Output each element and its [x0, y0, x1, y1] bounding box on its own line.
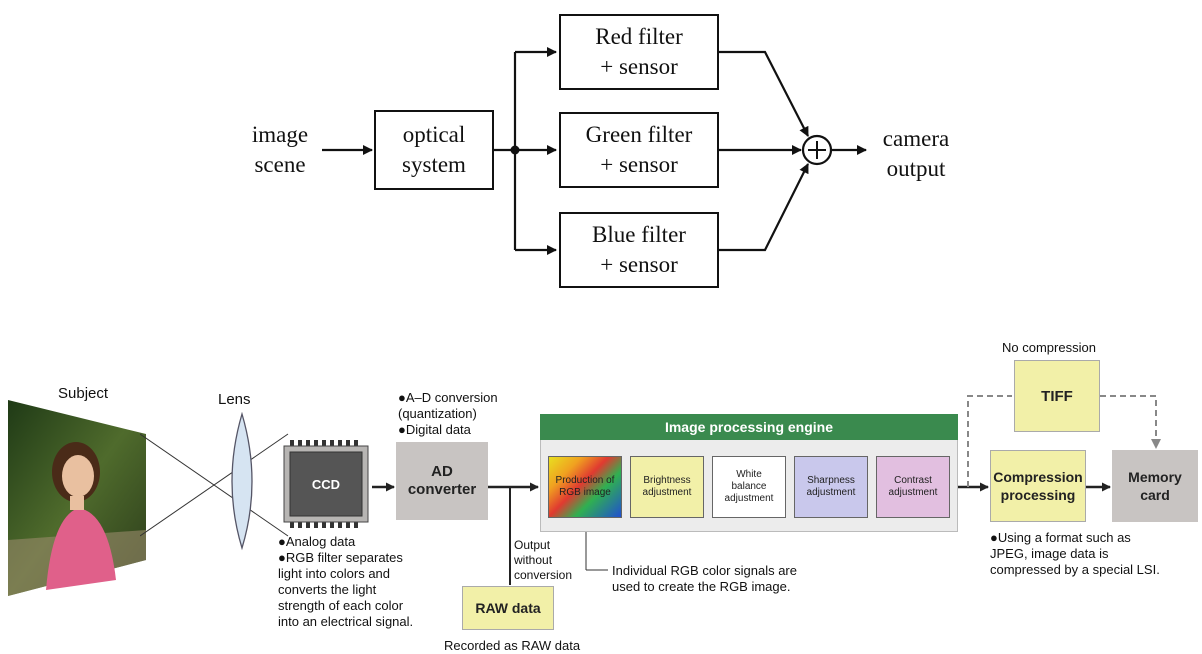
- ad-conversion-notes: ●A–D conversion (quantization) ●Digital …: [398, 390, 498, 437]
- sharpness-step: Sharpness adjustment: [794, 456, 868, 518]
- camera-output-label: camera output: [882, 126, 950, 181]
- contrast-step: Contrast adjustment: [876, 456, 950, 518]
- no-compression-label: No compression: [1002, 340, 1096, 355]
- blue-filter-box: Blue filter + sensor: [559, 212, 719, 288]
- white-balance-step: White balance adjustment: [712, 456, 786, 518]
- rgb-production-step: Production of RGB image: [548, 456, 622, 518]
- brightness-step: Brightness adjustment: [630, 456, 704, 518]
- tiff-box: TIFF: [1014, 360, 1100, 432]
- compression-note: ●Using a format such as JPEG, image data…: [990, 530, 1160, 577]
- red-filter-box: Red filter + sensor: [559, 14, 719, 90]
- image-processing-engine-title: Image processing engine: [540, 414, 958, 440]
- rgb-signal-note: Individual RGB color signals are used to…: [612, 563, 797, 594]
- subject-photo: [8, 400, 146, 596]
- ccd-box: CCD: [311, 476, 341, 492]
- ad-converter-box: AD converter: [396, 442, 488, 520]
- memory-card-box: Memory card: [1112, 450, 1198, 522]
- optical-system-box: optical system: [374, 110, 494, 190]
- light-rays: [140, 433, 289, 537]
- green-filter-box: Green filter + sensor: [559, 112, 719, 188]
- ccd-notes: ●Analog data ●RGB filter separates light…: [278, 534, 414, 629]
- image-scene-label: image scene: [251, 122, 309, 177]
- raw-data-box: RAW data: [462, 586, 554, 630]
- ccd-chip-pins: [283, 440, 369, 528]
- subject-label: Subject: [58, 385, 109, 402]
- output-without-conversion-label: Output without conversion: [514, 538, 573, 582]
- lens-label: Lens: [218, 391, 251, 408]
- raw-data-note: Recorded as RAW data: [444, 638, 581, 653]
- compression-processing-box: Compression processing: [990, 450, 1086, 522]
- lens-icon: [231, 412, 253, 551]
